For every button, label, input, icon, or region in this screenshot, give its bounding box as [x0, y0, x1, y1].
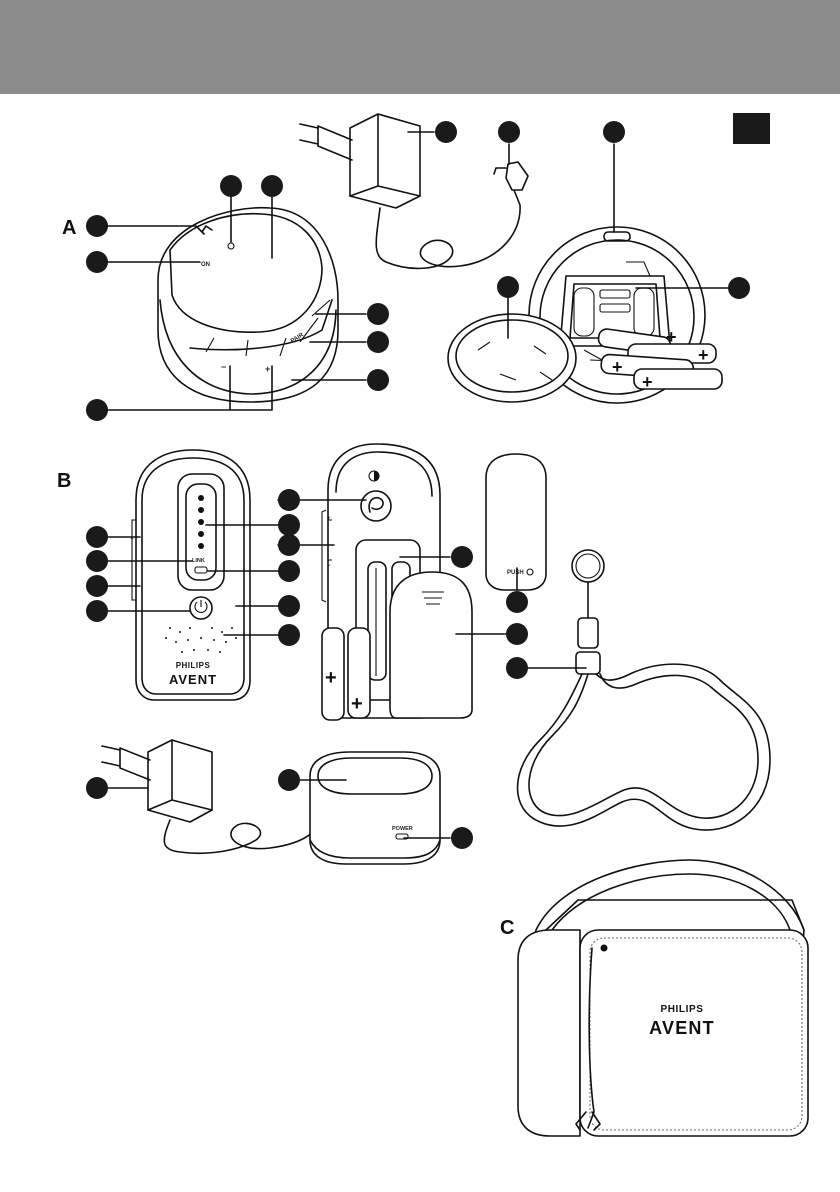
on-label: ON	[201, 262, 210, 268]
svg-text:−: −	[327, 563, 331, 569]
callout-marker	[278, 489, 300, 511]
callout-marker	[506, 657, 528, 679]
callout-marker	[367, 303, 389, 325]
callout-marker	[451, 546, 473, 568]
section-label-c: C	[500, 917, 514, 939]
callout-marker	[86, 215, 108, 237]
callout-marker	[261, 175, 283, 197]
avent-logo-front: AVENT	[169, 672, 217, 687]
square-tab-icon	[733, 113, 770, 144]
svg-text:+: +	[265, 364, 270, 374]
callout-marker	[278, 624, 300, 646]
callout-marker	[278, 769, 300, 791]
callout-marker	[86, 399, 108, 421]
storage-case: PHILIPS AVENT	[518, 860, 808, 1136]
callout-marker	[278, 534, 300, 556]
callout-marker	[278, 514, 300, 536]
svg-text:+: +	[642, 372, 653, 392]
callout-marker	[506, 623, 528, 645]
callout-marker	[86, 251, 108, 273]
callout-marker	[451, 827, 473, 849]
callout-marker	[367, 331, 389, 353]
callout-marker	[367, 369, 389, 391]
belt-clip: PUSH	[486, 454, 546, 590]
callout-marker	[86, 550, 108, 572]
power-label: POWER	[392, 826, 413, 832]
callout-marker	[86, 575, 108, 597]
callout-marker	[278, 595, 300, 617]
philips-logo-case: PHILIPS	[660, 1004, 703, 1015]
power-adapter-b	[102, 740, 320, 853]
parent-unit-back: + − + +	[322, 444, 472, 720]
svg-text:+: +	[351, 693, 363, 715]
callout-marker	[86, 777, 108, 799]
svg-text:+: +	[327, 516, 331, 522]
svg-text:PUSH: PUSH	[507, 570, 524, 576]
svg-text:+: +	[666, 327, 677, 347]
parent-unit-front: LINK + PHILIPS AVENT	[130, 450, 250, 700]
callout-marker	[728, 277, 750, 299]
section-label-b: B	[57, 470, 71, 492]
baby-unit-back: + + + +	[448, 227, 722, 403]
callout-marker	[220, 175, 242, 197]
lanyard	[518, 550, 771, 830]
link-label: LINK	[192, 558, 205, 564]
avent-logo-case: AVENT	[649, 1018, 715, 1038]
section-label-a: A	[62, 217, 76, 239]
callout-marker	[603, 121, 625, 143]
callout-marker	[497, 276, 519, 298]
power-adapter-a	[300, 114, 528, 268]
baby-unit-front: − + ON PAIR	[158, 208, 338, 402]
philips-logo-front: PHILIPS	[176, 661, 211, 670]
charger-base: POWER	[310, 752, 440, 864]
callout-marker	[498, 121, 520, 143]
callout-marker	[86, 526, 108, 548]
svg-text:+: +	[325, 667, 337, 689]
callout-marker	[506, 591, 528, 613]
callout-marker	[86, 600, 108, 622]
svg-text:+: +	[698, 345, 709, 365]
svg-text:+: +	[612, 357, 623, 377]
callout-marker	[435, 121, 457, 143]
svg-text:−: −	[221, 362, 226, 372]
callout-marker	[278, 560, 300, 582]
